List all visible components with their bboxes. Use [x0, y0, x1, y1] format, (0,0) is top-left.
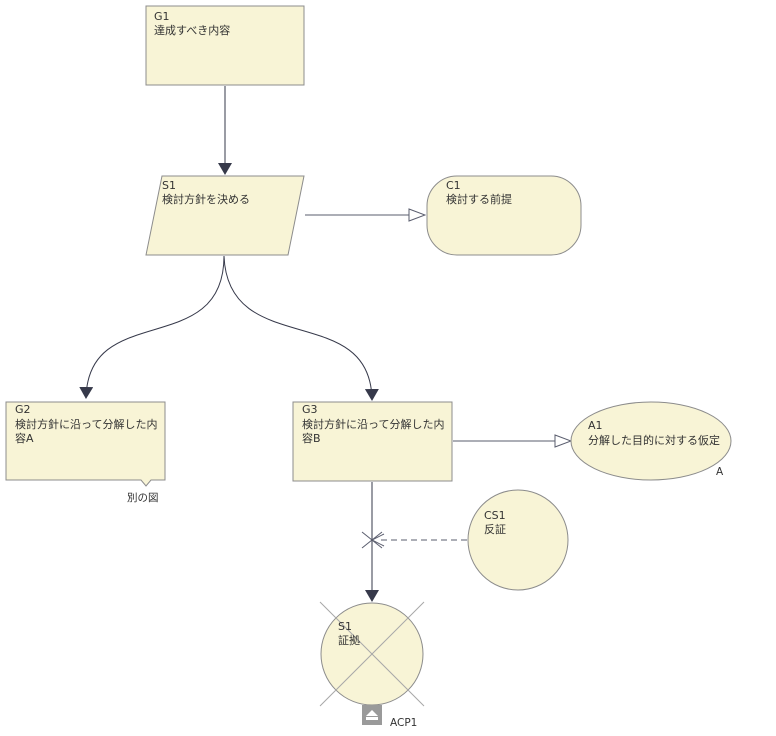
- node-text: 達成すべき内容: [154, 23, 230, 37]
- node-id: S1: [338, 620, 352, 633]
- assumption-tag: A: [716, 466, 724, 478]
- node-id: A1: [588, 419, 603, 432]
- strategy-parallelogram[interactable]: [145, 175, 305, 256]
- node-text: 証拠: [338, 634, 360, 647]
- assumption-ellipse[interactable]: [570, 401, 732, 481]
- node-id: G2: [15, 403, 31, 416]
- edge-s1-g3[interactable]: [223, 255, 379, 401]
- node-id: C1: [446, 179, 461, 192]
- counter-circle[interactable]: [467, 489, 569, 591]
- away-note: 別の図: [127, 492, 159, 504]
- edge-cs1-counter[interactable]: [361, 531, 467, 549]
- counter-cs1[interactable]: CS1 反証: [467, 489, 569, 591]
- context-c1[interactable]: C1 検討する前提: [426, 175, 582, 256]
- goal-g2[interactable]: G2 検討方針に沿って分解した内 容A 別の図: [5, 401, 166, 504]
- strategy-s1[interactable]: S1 検討方針を決める: [145, 175, 305, 256]
- node-text-line1: 検討方針に沿って分解した内: [302, 417, 444, 431]
- node-text-line2: 容B: [302, 431, 321, 445]
- node-id: S1: [162, 179, 176, 192]
- acp-label: ACP1: [390, 717, 417, 729]
- node-text-line2: 容A: [15, 431, 34, 445]
- node-id: G3: [302, 403, 318, 416]
- edge-s1-g2[interactable]: [79, 255, 225, 399]
- goal-box[interactable]: [145, 5, 305, 86]
- acp-icon[interactable]: [362, 705, 382, 725]
- goal-box[interactable]: [292, 401, 453, 482]
- node-text: 分解した目的に対する仮定: [588, 433, 720, 447]
- goal-box[interactable]: [5, 401, 166, 487]
- context-box[interactable]: [426, 175, 582, 256]
- node-text: 反証: [484, 523, 506, 536]
- node-text: 検討する前提: [446, 192, 512, 206]
- node-text-line1: 検討方針に沿って分解した内: [15, 417, 157, 431]
- cross-line-2: [319, 601, 425, 707]
- node-text: 検討方針を決める: [162, 192, 250, 206]
- node-id: G1: [154, 10, 170, 23]
- solution-s1[interactable]: S1 証拠 ACP1: [319, 601, 425, 729]
- assumption-a1[interactable]: A1 分解した目的に対する仮定 A: [570, 401, 732, 481]
- node-id: CS1: [484, 509, 506, 522]
- goal-g3[interactable]: G3 検討方針に沿って分解した内 容B: [292, 401, 453, 482]
- goal-g1[interactable]: G1 達成すべき内容: [145, 5, 305, 86]
